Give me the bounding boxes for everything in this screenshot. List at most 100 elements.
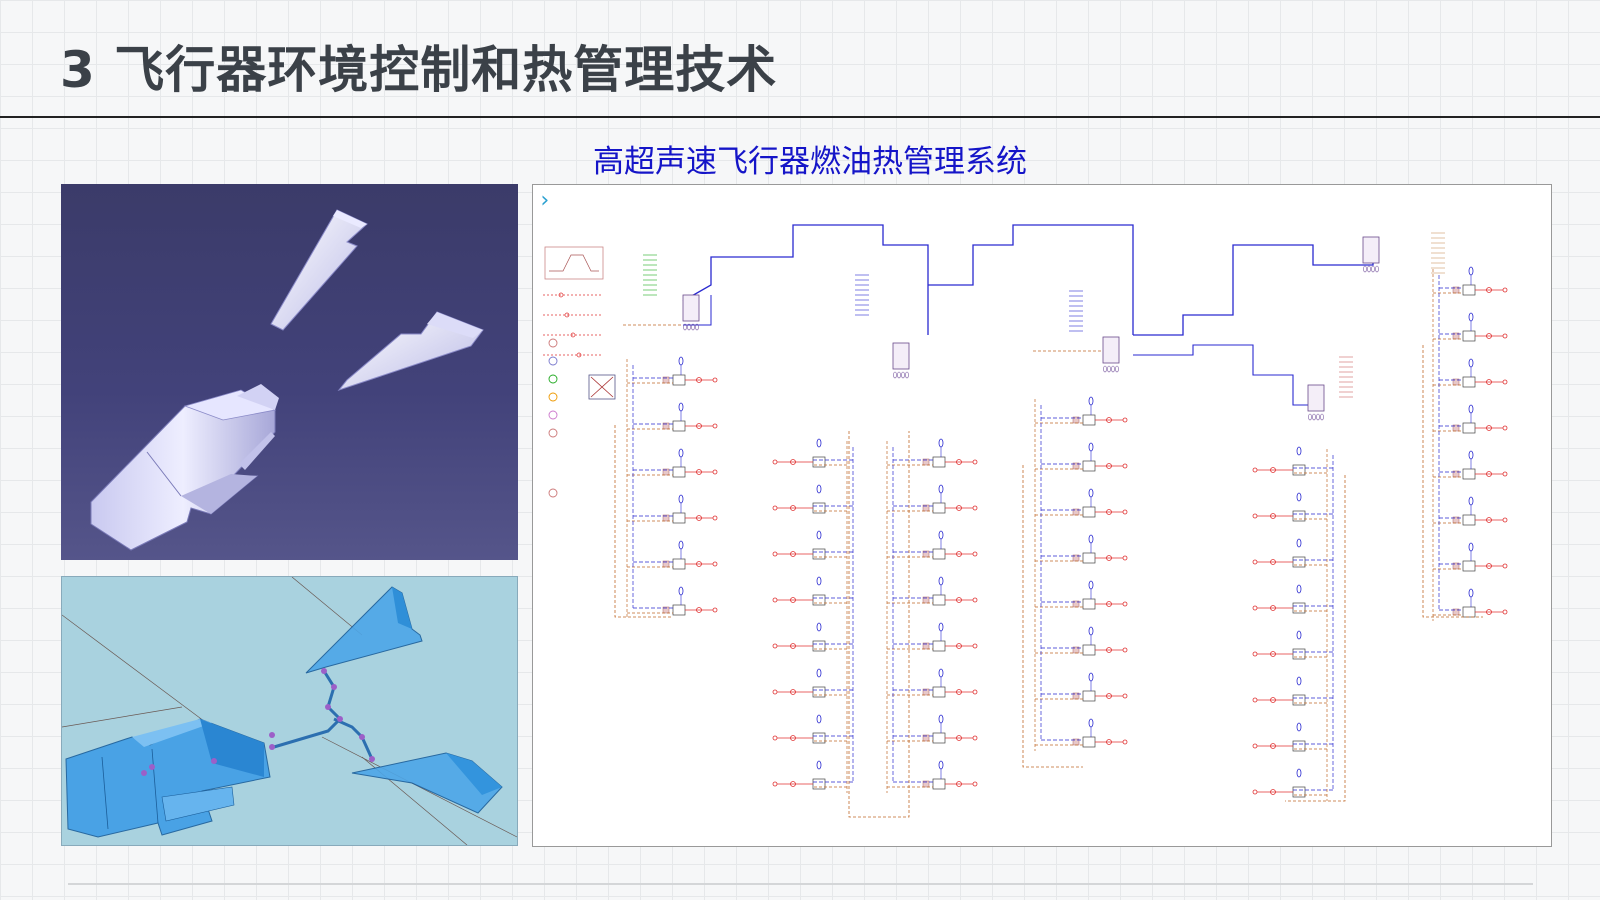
exchanger-unit xyxy=(1462,606,1476,618)
sensor-icon xyxy=(1088,442,1094,452)
exchanger-unit xyxy=(662,606,670,614)
sensor-icon xyxy=(816,622,822,632)
legend-marker xyxy=(548,428,558,438)
exchanger-unit xyxy=(1082,460,1096,472)
port-valve xyxy=(1106,555,1112,561)
fuel-trunk xyxy=(1133,344,1313,406)
exchanger-unit xyxy=(922,596,930,604)
fuselage-shape xyxy=(65,718,271,838)
slide-subtitle: 高超声速飞行器燃油热管理系统 xyxy=(593,144,1027,180)
sensor-icon xyxy=(1367,265,1371,273)
sensor-icon xyxy=(1296,768,1302,778)
sensor-icon xyxy=(1296,446,1302,456)
exchanger-unit xyxy=(672,558,686,570)
manifold-block xyxy=(892,342,910,370)
port-valve xyxy=(772,551,778,557)
port-valve xyxy=(1486,517,1492,523)
exchanger-unit xyxy=(812,732,826,744)
exchanger-unit xyxy=(1082,736,1096,748)
sensor-icon xyxy=(1296,492,1302,502)
coolant-loop xyxy=(614,425,673,618)
exchanger-unit xyxy=(932,732,946,744)
exchanger-unit xyxy=(1292,556,1306,568)
port-valve xyxy=(712,469,718,475)
upper-wing-shape xyxy=(270,209,368,331)
exchanger-unit xyxy=(672,512,686,524)
port-valve xyxy=(1486,563,1492,569)
port-valve xyxy=(1502,287,1508,293)
sensor-icon xyxy=(1088,488,1094,498)
exchanger-unit xyxy=(922,642,930,650)
exchanger-unit xyxy=(922,504,930,512)
exchanger-unit xyxy=(812,778,826,790)
sensor-icon xyxy=(816,438,822,448)
exchanger-unit xyxy=(1082,506,1096,518)
port-valve xyxy=(1502,471,1508,477)
sensor-icon xyxy=(816,760,822,770)
legend-marker xyxy=(548,374,558,384)
construction-lines xyxy=(62,577,517,845)
fuel-trunk xyxy=(928,224,1134,335)
port-valve xyxy=(712,607,718,613)
cad-model-image xyxy=(61,184,518,560)
manifold-block xyxy=(1307,384,1325,412)
port-valve xyxy=(1252,651,1258,657)
exchanger-unit xyxy=(1462,284,1476,296)
sensor-icon xyxy=(1468,450,1474,460)
coolant-loop xyxy=(848,431,910,818)
port-valve xyxy=(790,689,796,695)
port-valve xyxy=(696,377,702,383)
coolant-loop xyxy=(1022,465,1083,768)
exchanger-unit xyxy=(812,686,826,698)
exchanger-unit xyxy=(932,594,946,606)
port-valve xyxy=(1122,739,1128,745)
port-valve xyxy=(1122,509,1128,515)
exchanger-unit xyxy=(812,456,826,468)
port-valve xyxy=(790,505,796,511)
port-valve xyxy=(972,643,978,649)
exchanger-unit xyxy=(932,502,946,514)
sensor-icon xyxy=(816,668,822,678)
exchanger-unit xyxy=(922,780,930,788)
expand-marker[interactable]: › xyxy=(538,188,552,213)
port-valve xyxy=(772,689,778,695)
exchanger-unit xyxy=(932,686,946,698)
sensor-icon xyxy=(1296,722,1302,732)
port-valve xyxy=(772,597,778,603)
port-valve xyxy=(1122,555,1128,561)
control-cross xyxy=(590,376,614,398)
exchanger-unit xyxy=(922,688,930,696)
sensor-icon xyxy=(678,586,684,596)
sensor-icon xyxy=(1296,676,1302,686)
port-valve xyxy=(1486,425,1492,431)
port-valve xyxy=(772,781,778,787)
port-valve xyxy=(1486,333,1492,339)
port-valve xyxy=(772,735,778,741)
sensor-icon xyxy=(816,530,822,540)
port-valve xyxy=(1486,379,1492,385)
port-valve xyxy=(772,459,778,465)
port-valve xyxy=(1502,379,1508,385)
footer-divider xyxy=(68,883,1533,885)
exchanger-unit xyxy=(1292,648,1306,660)
lower-wing-shape xyxy=(351,752,503,814)
pipe-nodes xyxy=(141,668,375,776)
exchanger-unit xyxy=(812,594,826,606)
fuel-trunk xyxy=(1133,244,1374,336)
exchanger-unit xyxy=(1082,690,1096,702)
legend-marker xyxy=(548,392,558,402)
exchanger-unit xyxy=(1292,464,1306,476)
sensor-icon xyxy=(678,494,684,504)
port-valve xyxy=(956,735,962,741)
sensor-icon xyxy=(1103,365,1107,373)
port-valve xyxy=(972,459,978,465)
fuel-trunk xyxy=(683,295,712,326)
exchanger-unit xyxy=(1462,376,1476,388)
sensor-icon xyxy=(893,371,897,379)
port-valve xyxy=(1486,609,1492,615)
exchanger-unit xyxy=(662,560,670,568)
exchanger-unit xyxy=(1082,598,1096,610)
port-valve xyxy=(1486,287,1492,293)
sensor-icon xyxy=(938,668,944,678)
port-valve xyxy=(712,515,718,521)
